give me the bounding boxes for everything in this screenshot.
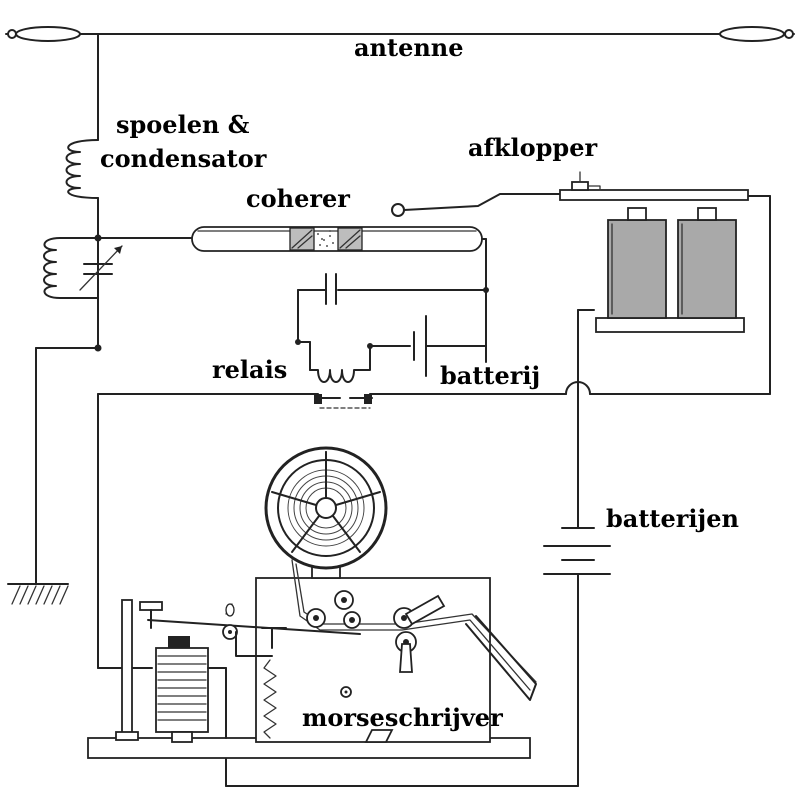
antenna [5, 26, 795, 42]
morse-writer-label: morseschrijver [302, 703, 503, 732]
batteries-label: batterijen [606, 504, 739, 533]
insulator-icon [719, 26, 794, 42]
local-circuit [97, 195, 771, 787]
battery-cell-icon [413, 315, 427, 377]
coil-icon [155, 636, 209, 743]
antenna-label: antenne [354, 33, 464, 62]
coil-icon [309, 345, 371, 383]
ground-hatch-icon [7, 583, 69, 605]
coherer-label: coherer [246, 184, 350, 213]
coherer [191, 226, 487, 252]
coil-icon [65, 139, 99, 199]
coils-label-line1: spoelen & [116, 110, 250, 139]
tape-reel [264, 446, 388, 579]
coils-label-line2: condensator [100, 144, 267, 173]
coil-icon [43, 237, 99, 299]
relay-circuit [295, 238, 489, 409]
battery-label: batterij [440, 361, 540, 390]
capacitor-icon [325, 273, 337, 305]
morse-writer [87, 446, 537, 759]
tapper-batteries [595, 207, 745, 333]
tuning-circuit [35, 33, 195, 585]
tapper-label: afklopper [468, 133, 597, 162]
insulator-icon [7, 26, 81, 42]
battery-cell-icon [543, 527, 611, 575]
capacitor-icon [79, 245, 123, 291]
relay-label: relais [212, 355, 287, 384]
tapper [391, 171, 749, 217]
